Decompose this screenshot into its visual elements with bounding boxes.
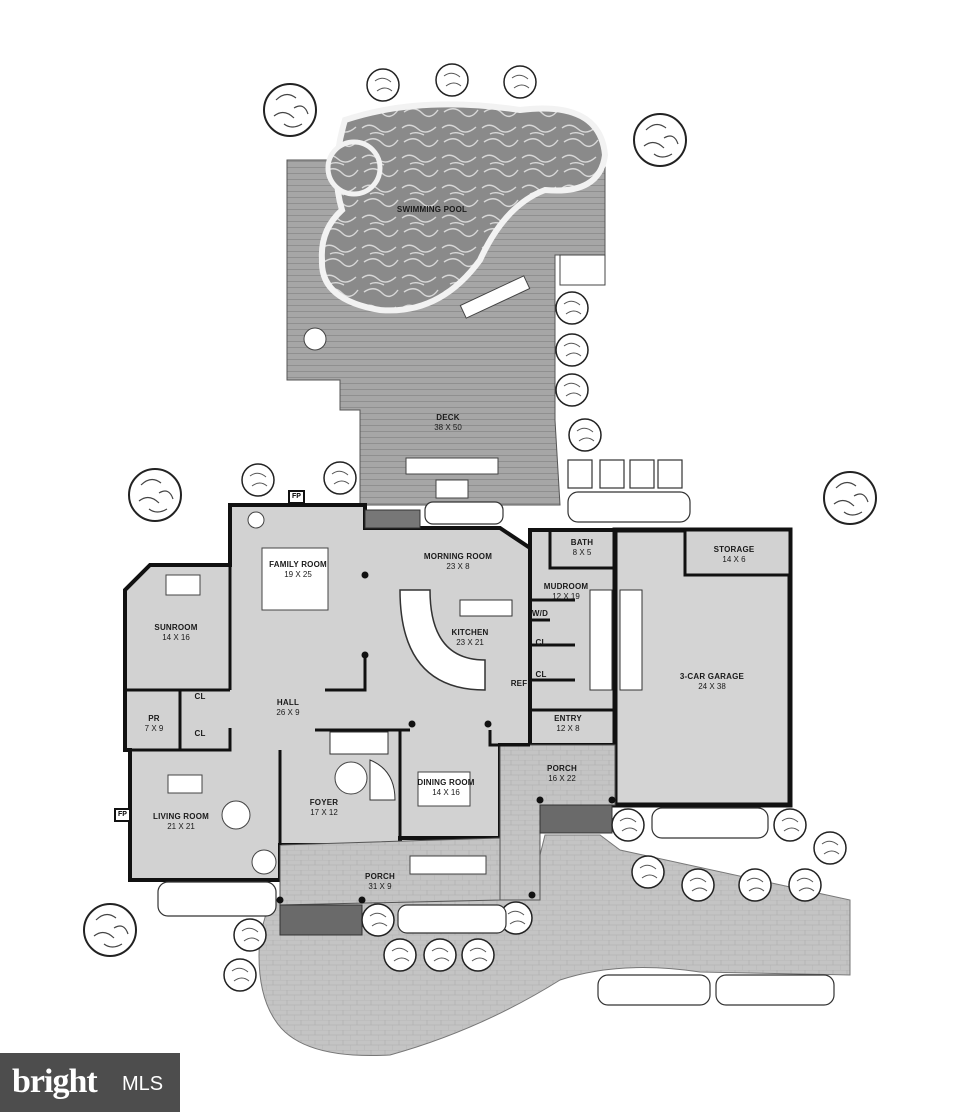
hot-tub [325, 139, 383, 197]
washer-dryer-label: W/D [531, 609, 549, 618]
bright-mls-logo: bright MLS [0, 1053, 180, 1112]
swimming-pool [318, 101, 609, 314]
closet-label-4: CL [535, 670, 547, 679]
logo-suffix: MLS [122, 1073, 164, 1095]
hedges [157, 459, 835, 1006]
kitchen-counter [459, 599, 513, 617]
deck-steps [364, 509, 421, 529]
deck-furniture [303, 254, 606, 499]
fireplace-label-living: FP [114, 808, 131, 822]
closet-label-3: CL [535, 638, 547, 647]
fireplace-label-family: FP [288, 490, 305, 504]
room-label-pool: SWIMMING POOL [396, 205, 468, 214]
furniture [165, 511, 487, 875]
storage-room [683, 528, 792, 577]
closet-label-1: CL [194, 692, 206, 701]
closet-label-2: CL [194, 729, 206, 738]
front-porch [279, 837, 501, 906]
refrigerator-label: REF [510, 679, 528, 688]
kitchen-island [399, 589, 486, 691]
interior-walls [125, 530, 615, 845]
front-steps [279, 904, 363, 936]
logo-brand: bright [12, 1063, 98, 1100]
mudroom-stairs [589, 589, 643, 691]
columns [276, 571, 616, 904]
side-steps [539, 804, 613, 834]
main-stairs [329, 731, 396, 801]
